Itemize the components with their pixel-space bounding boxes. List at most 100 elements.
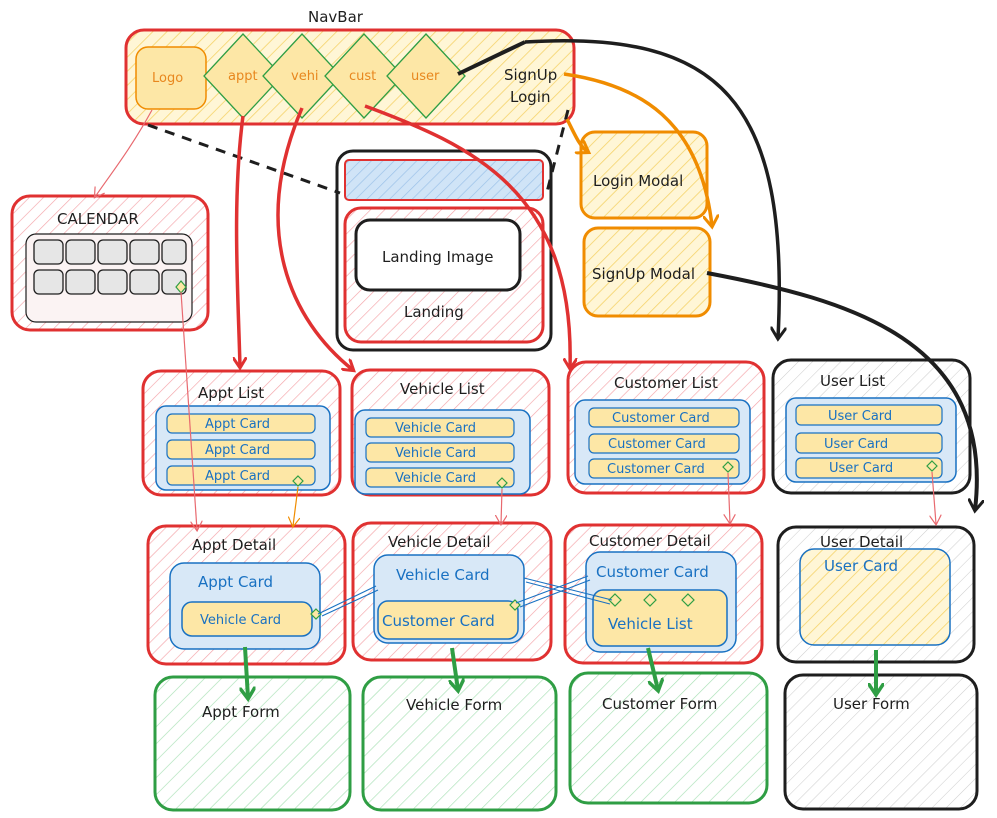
vehicle-card-to-detail-arrow bbox=[501, 488, 502, 524]
calendar-title: CALENDAR bbox=[57, 210, 139, 228]
customer-to-vehicle-list-link-2 bbox=[525, 581, 611, 605]
appt-card-connector-diamond bbox=[292, 475, 304, 487]
calendar-days bbox=[33, 239, 187, 295]
vehicle-detail-sub-card bbox=[377, 600, 519, 640]
user-card-1-label: User Card bbox=[828, 409, 892, 424]
calendar-day bbox=[97, 239, 128, 265]
navbar-to-landing-dashed bbox=[147, 123, 341, 195]
vehicle-form-box bbox=[361, 675, 558, 812]
navbar-items bbox=[203, 33, 466, 119]
landing-image-label: Landing Image bbox=[382, 248, 494, 266]
connectors bbox=[95, 39, 977, 698]
vehicle-card-connector-diamond bbox=[496, 477, 508, 489]
customer-card-1-label: Customer Card bbox=[612, 411, 710, 426]
customer-detail-to-form-arrow bbox=[646, 647, 658, 690]
navbar-item-cust: cust bbox=[349, 69, 376, 84]
appt-card-3 bbox=[166, 465, 316, 486]
calendar-day bbox=[33, 239, 64, 265]
vehicle-detail-title: Vehicle Detail bbox=[388, 533, 491, 551]
vehicle-detail-to-form-arrow bbox=[452, 647, 458, 690]
login-modal-label: Login Modal bbox=[593, 172, 683, 190]
appt-card-3-label: Appt Card bbox=[205, 469, 270, 484]
navbar-logo-text: Logo bbox=[152, 71, 183, 86]
navbar-item-vehi-diamond bbox=[262, 33, 342, 119]
navbar-login-label: Login bbox=[510, 88, 550, 106]
appt-to-vehicle-card-link-2 bbox=[321, 589, 379, 617]
user-card-2 bbox=[795, 432, 943, 454]
user-card-2-label: User Card bbox=[824, 437, 888, 452]
logo-to-calendar-arrow bbox=[95, 109, 153, 197]
user-list-title: User List bbox=[820, 372, 885, 390]
vehicle-detail-card-label: Vehicle Card bbox=[396, 566, 490, 584]
user-to-user-list-arrow bbox=[524, 39, 779, 338]
user-form-label: User Form bbox=[833, 695, 910, 713]
customer-detail-title: Customer Detail bbox=[589, 532, 711, 550]
customer-detail-diamond bbox=[681, 593, 695, 607]
customer-to-vehicle-list-link bbox=[523, 577, 613, 601]
user-card-3-label: User Card bbox=[829, 461, 893, 476]
signup-modal-to-user-detail-arrow bbox=[706, 271, 977, 510]
vehicle-card-2 bbox=[365, 442, 515, 463]
signup-to-signup-modal-arrow bbox=[563, 72, 712, 226]
customer-card-2 bbox=[588, 433, 740, 454]
customer-card-3 bbox=[588, 458, 740, 479]
calendar-day bbox=[97, 269, 128, 295]
appt-list-title: Appt List bbox=[198, 384, 264, 402]
vehicle-form-label: Vehicle Form bbox=[406, 696, 502, 714]
appt-detail-card-label: Appt Card bbox=[198, 573, 273, 591]
navbar-user-link bbox=[457, 40, 526, 76]
navbar-item-user-diamond bbox=[386, 33, 466, 119]
vehicle-card-2-label: Vehicle Card bbox=[395, 446, 476, 461]
login-modal-box bbox=[579, 130, 709, 220]
customer-list-title: Customer List bbox=[614, 374, 718, 392]
appt-form-label: Appt Form bbox=[202, 703, 280, 721]
customer-detail-sub-list bbox=[592, 589, 728, 647]
customer-card-1 bbox=[588, 407, 740, 428]
appt-detail-title: Appt Detail bbox=[192, 536, 276, 554]
customer-card-connector-diamond bbox=[722, 461, 734, 473]
user-card-3 bbox=[795, 457, 943, 479]
vehicle-list-title: Vehicle List bbox=[400, 380, 485, 398]
customer-detail-diamonds bbox=[608, 593, 695, 607]
vehicle-card-3 bbox=[365, 467, 515, 488]
customer-card-to-detail-arrow bbox=[728, 472, 730, 523]
vehicle-card-1 bbox=[365, 417, 515, 438]
user-card-connector-diamond bbox=[926, 460, 938, 472]
appt-detail-sub-card bbox=[181, 601, 313, 637]
navbar-item-cust-diamond bbox=[324, 33, 404, 119]
customer-detail-sub-list-label: Vehicle List bbox=[608, 615, 693, 633]
user-detail-card bbox=[799, 548, 951, 646]
user-form-box bbox=[783, 673, 979, 811]
appt-card-2-label: Appt Card bbox=[205, 443, 270, 458]
appt-card-1-label: Appt Card bbox=[205, 417, 270, 432]
calendar-day bbox=[65, 239, 96, 265]
customer-form-box bbox=[568, 671, 769, 805]
appt-card-to-detail-arrow bbox=[293, 486, 298, 526]
appt-detail-connector-diamond bbox=[310, 608, 322, 620]
customer-card-3-label: Customer Card bbox=[607, 462, 705, 477]
navbar-item-vehi: vehi bbox=[291, 69, 319, 84]
user-detail-card-label: User Card bbox=[824, 557, 898, 575]
appt-to-vehicle-card-link bbox=[317, 585, 377, 615]
landing-image-box bbox=[354, 218, 522, 292]
appt-to-appt-list-arrow bbox=[237, 115, 243, 367]
navbar-item-user: user bbox=[411, 69, 440, 84]
navbar-title: NavBar bbox=[308, 8, 364, 26]
cust-to-customer-list-arrow bbox=[364, 104, 570, 368]
appt-detail-sub-card-label: Vehicle Card bbox=[200, 613, 281, 628]
landing-header-bar bbox=[344, 159, 544, 201]
calendar-day bbox=[161, 239, 187, 265]
appt-form-box bbox=[153, 675, 352, 812]
vehicle-to-customer-card-link-2 bbox=[519, 579, 591, 608]
vehicle-card-1-label: Vehicle Card bbox=[395, 421, 476, 436]
calendar-day bbox=[65, 269, 96, 295]
calendar-to-appt-detail-arrow bbox=[180, 291, 197, 530]
appt-detail-to-form-arrow bbox=[245, 646, 248, 698]
customer-detail-card-label: Customer Card bbox=[596, 563, 709, 581]
calendar-day bbox=[129, 269, 160, 295]
customer-detail-diamond bbox=[608, 593, 622, 607]
calendar-day bbox=[33, 269, 64, 295]
customer-detail-diamond bbox=[643, 593, 657, 607]
navbar-item-appt: appt bbox=[228, 69, 258, 84]
vehicle-card-3-label: Vehicle Card bbox=[395, 471, 476, 486]
